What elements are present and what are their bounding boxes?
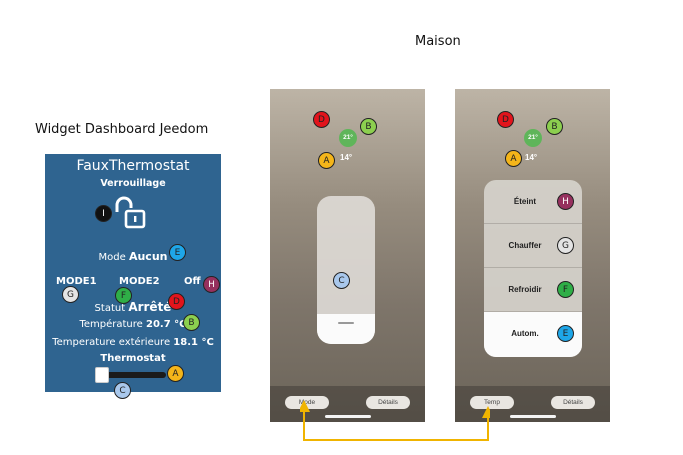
badge-b: B: [546, 118, 563, 135]
jeedom-widget: FauxThermostat Verrouillage Mode Aucun M…: [45, 154, 221, 392]
badge-h: H: [557, 193, 574, 210]
connector-arrow: [300, 400, 490, 441]
badge-b: B: [183, 314, 200, 331]
slider-grip[interactable]: [338, 322, 354, 324]
outdoor-temperature: 14°: [340, 153, 353, 162]
badge-f: F: [115, 287, 132, 304]
widget-title: FauxThermostat: [76, 158, 190, 174]
badge-f: F: [557, 281, 574, 298]
thermostat-label: Thermostat: [100, 353, 166, 364]
badge-d: D: [313, 111, 330, 128]
lock-open-icon[interactable]: [111, 194, 147, 230]
ext-temperature-value: 18.1 °C: [173, 337, 214, 348]
menu-item-refroidir[interactable]: Refroidir: [484, 268, 582, 312]
thermostat-slider-track[interactable]: [100, 372, 166, 378]
badge-d: D: [168, 293, 185, 310]
details-button[interactable]: Détails: [366, 396, 410, 409]
details-button[interactable]: Détails: [551, 396, 595, 409]
phone-screen-mode-menu: 21° 14° Éteint Chauffer Refroidir Autom.…: [455, 89, 610, 422]
home-indicator: [325, 415, 371, 418]
badge-a: A: [505, 150, 522, 167]
badge-i: I: [95, 205, 112, 222]
badge-d: D: [497, 111, 514, 128]
temperature-label: Température: [79, 319, 143, 330]
status-line: Statut Arrêté: [45, 300, 221, 314]
mode2-button[interactable]: MODE2: [119, 276, 160, 287]
temperature-slider[interactable]: [317, 196, 375, 344]
lock-label: Verrouillage: [100, 178, 166, 189]
badge-c: C: [333, 272, 350, 289]
mode-value: Aucun: [128, 250, 168, 263]
home-indicator: [510, 415, 556, 418]
thermostat-slider-handle[interactable]: [95, 367, 109, 383]
slider-fill: [317, 314, 375, 344]
temperature-line: Température 20.7 °C: [45, 319, 221, 330]
badge-g: G: [557, 237, 574, 254]
menu-item-chauffer[interactable]: Chauffer: [484, 224, 582, 268]
badge-a: A: [167, 365, 184, 382]
status-value: Arrêté: [128, 300, 172, 314]
badge-a: A: [318, 152, 335, 169]
mode1-button[interactable]: MODE1: [56, 276, 97, 287]
ext-temperature-label: Temperature extérieure: [52, 337, 171, 348]
temperature-badge: 21°: [339, 129, 357, 147]
temp-button[interactable]: Temp: [470, 396, 514, 409]
status-label: Statut: [94, 303, 126, 314]
badge-e: E: [557, 325, 574, 342]
badge-c: C: [114, 382, 131, 399]
temperature-value: 20.7 °C: [146, 319, 187, 330]
off-button[interactable]: Off: [184, 276, 201, 287]
mode-status: Mode Aucun: [45, 250, 221, 263]
mode-label: Mode: [98, 252, 126, 263]
badge-b: B: [360, 118, 377, 135]
heading-maison: Maison: [415, 34, 461, 49]
heading-widget-dashboard: Widget Dashboard Jeedom: [35, 122, 209, 137]
phone-screen-thermostat: 21° 14° Mode Détails: [270, 89, 425, 422]
menu-item-eteint[interactable]: Éteint: [484, 180, 582, 224]
ext-temperature-line: Temperature extérieure 18.1 °C: [45, 337, 221, 348]
badge-g: G: [62, 286, 79, 303]
temperature-badge: 21°: [524, 129, 542, 147]
badge-h: H: [203, 276, 220, 293]
outdoor-temperature: 14°: [525, 153, 538, 162]
badge-e: E: [169, 244, 186, 261]
